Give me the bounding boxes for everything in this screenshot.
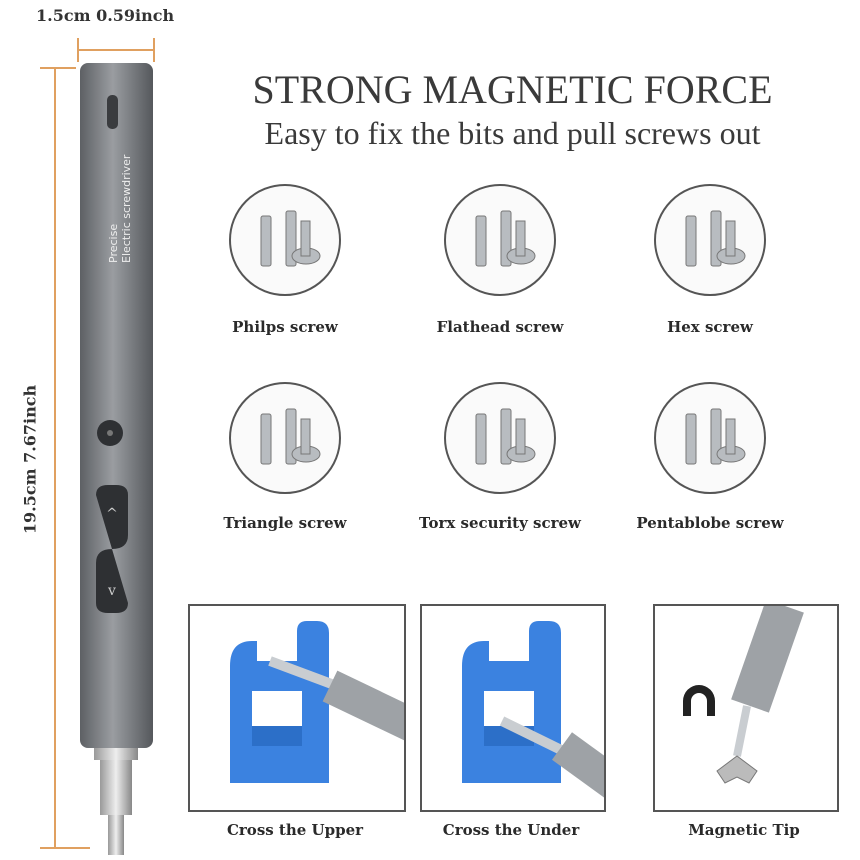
electric-screwdriver: ^ v [80, 63, 153, 855]
subheadline: Easy to fix the bits and pull screws out [264, 115, 761, 151]
screw-image [444, 184, 556, 296]
screw-image [229, 184, 341, 296]
demo-image [420, 604, 606, 812]
screw-type-label: Flathead screw [436, 318, 564, 336]
demo-caption: Cross the Under [442, 821, 580, 839]
headline: STRONG MAGNETIC FORCE [252, 67, 773, 112]
screw-image [654, 382, 766, 494]
screw-type-label: Triangle screw [223, 514, 347, 532]
svg-text:^: ^ [106, 506, 118, 522]
brand-line-2: Electric screwdriver [120, 154, 133, 263]
dimension-lines [40, 38, 155, 849]
height-dimension-label: 19.5cm 7.67inch [20, 384, 40, 535]
screw-type-label: Torx security screw [419, 514, 581, 532]
screw-image [229, 382, 341, 494]
screw-type-label: Pentablobe screw [636, 514, 784, 532]
screw-type-label: Philps screw [232, 318, 338, 336]
demo-image [653, 604, 839, 812]
screw-type-label: Hex screw [667, 318, 753, 336]
width-dimension-label: 1.5cm 0.59inch [36, 6, 175, 25]
screw-image [444, 382, 556, 494]
screw-image [654, 184, 766, 296]
svg-text:v: v [107, 583, 116, 599]
demo-image [188, 604, 406, 812]
brand-line-1: Precise [107, 223, 120, 263]
demo-caption: Magnetic Tip [688, 821, 800, 839]
demo-caption: Cross the Upper [226, 821, 364, 839]
